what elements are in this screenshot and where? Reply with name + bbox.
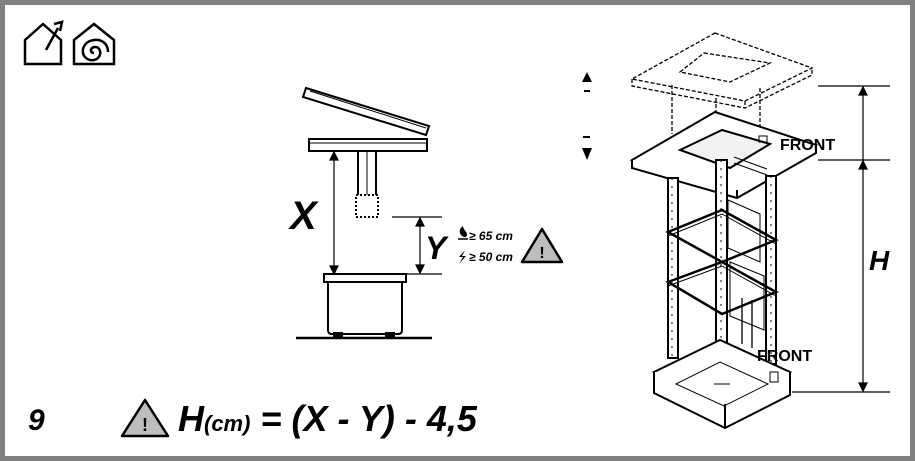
- y-dimension-label: Y: [425, 230, 449, 266]
- warning-triangle-icon: !: [520, 227, 564, 264]
- raise-arrow-icon: [582, 72, 592, 92]
- step-number: 9: [28, 404, 45, 437]
- hood-canopy: [651, 338, 793, 430]
- height-formula: H(cm) = (X - Y) - 4,5: [178, 398, 478, 439]
- installation-diagram: X Y ≥ 65 cm ≥ 50 cm !: [23, 20, 890, 439]
- house-exhaust-icon: [23, 20, 64, 66]
- hood-chimney-side: [355, 150, 379, 218]
- formula-rhs: = (X - Y) - 4,5: [250, 398, 477, 439]
- house-recirculation-icon: [72, 22, 116, 66]
- formula-warning-icon: !: [120, 398, 170, 438]
- electric-bolt-icon: [459, 250, 466, 264]
- svg-text:!: !: [142, 415, 148, 435]
- electric-clearance-value: ≥ 50 cm: [469, 250, 513, 264]
- x-dimension-line: [325, 150, 345, 276]
- h-dimension-label: H: [869, 245, 890, 276]
- chimney-frame: [665, 159, 779, 365]
- cooktop-unit: [296, 273, 432, 340]
- front-label-top: FRONT: [780, 137, 835, 154]
- h-dimension-line: [792, 85, 890, 393]
- gas-clearance-value: ≥ 65 cm: [469, 229, 513, 243]
- x-dimension-label: X: [288, 194, 319, 238]
- lower-arrow-icon: [582, 136, 592, 160]
- gas-flame-icon: [459, 226, 467, 238]
- front-label-bottom: FRONT: [757, 348, 812, 365]
- ceiling-section: [301, 86, 431, 152]
- formula-h: H: [178, 398, 205, 439]
- formula-unit: (cm): [204, 411, 250, 436]
- y-dimension-line: [392, 216, 442, 275]
- svg-text:!: !: [539, 245, 544, 262]
